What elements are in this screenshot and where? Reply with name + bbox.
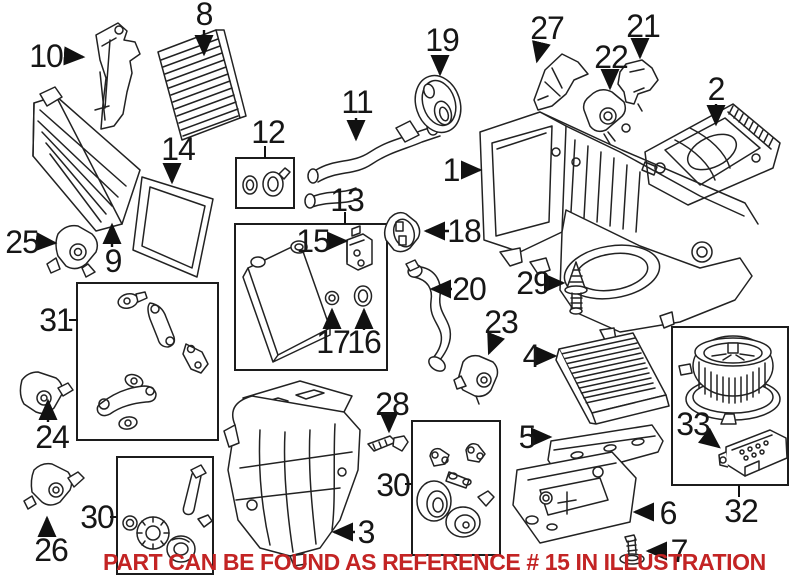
part-32-blower-motor	[678, 335, 781, 425]
group-box-30-right	[411, 420, 501, 556]
arrow-25	[35, 232, 58, 252]
group-box-31	[76, 282, 219, 441]
callout-23: 23	[484, 304, 519, 340]
part-7-screw	[619, 534, 645, 565]
callout-22: 22	[594, 39, 629, 75]
part-14-filter-frame	[132, 176, 214, 278]
callout-2: 2	[707, 71, 726, 107]
callout-26: 26	[34, 532, 69, 568]
callout-8: 8	[195, 0, 214, 32]
callout-27: 27	[530, 10, 565, 46]
callout-24: 24	[35, 419, 70, 455]
reference-notice: PART CAN BE FOUND AS REFERENCE # 15 IN I…	[103, 549, 766, 575]
part-24-actuator	[19, 371, 74, 415]
part-12-seal-kit	[242, 167, 291, 197]
arrow-23	[487, 331, 506, 356]
part-18-grommet	[383, 211, 421, 253]
part-22-actuator	[582, 89, 631, 145]
part-11-ac-pipes	[304, 114, 449, 209]
part-29-fastener	[564, 261, 588, 315]
part-9-condenser-panel	[32, 86, 141, 232]
callout-29: 29	[516, 265, 551, 301]
part-31-linkage-set	[96, 291, 209, 430]
part-10-bracket	[94, 22, 141, 130]
part-25-actuator	[46, 224, 99, 278]
part-33-blower-resistor	[718, 429, 788, 477]
callout-12: 12	[251, 114, 286, 150]
callout-5: 5	[518, 419, 537, 455]
callout-28: 28	[375, 386, 410, 422]
callout-arrows	[35, 30, 740, 561]
callout-33: 33	[676, 406, 711, 442]
part-26-actuator	[23, 462, 85, 510]
arrow-27	[532, 40, 551, 64]
callout-30-left: 30	[80, 499, 115, 535]
callout-20: 20	[452, 271, 487, 307]
callout-17: 17	[316, 324, 351, 360]
callout-6: 6	[659, 495, 678, 531]
group-box-30-left	[116, 456, 214, 575]
part-2-intake-duct	[644, 103, 781, 206]
part-28-fastener-pin	[367, 435, 409, 452]
callout-9: 9	[104, 243, 123, 279]
part-30-cam-kit-left	[122, 464, 213, 563]
callout-25: 25	[5, 224, 40, 260]
part-17-o-ring	[324, 290, 340, 306]
part-6-mount-plate	[512, 451, 637, 544]
callout-19: 19	[425, 22, 460, 58]
part-30-lever-kit-right	[416, 443, 495, 538]
callout-14: 14	[161, 131, 196, 167]
callout-4: 4	[522, 338, 541, 374]
arrow-33	[697, 427, 721, 449]
part-8-evaporator-core	[157, 29, 247, 141]
callout-15: 15	[296, 223, 331, 259]
callout-11: 11	[341, 84, 373, 120]
part-16-o-ring	[353, 285, 373, 307]
group-box-13	[234, 223, 388, 371]
callout-21: 21	[626, 8, 661, 44]
part-3-distribution-housing	[223, 380, 361, 567]
callout-7: 7	[670, 533, 689, 569]
part-23-actuator	[453, 354, 499, 405]
arrow-10	[63, 46, 86, 66]
callout-32: 32	[724, 493, 759, 529]
callout-31: 31	[39, 302, 74, 338]
part-27-bracket	[533, 53, 589, 111]
part-1-main-housing	[479, 111, 759, 343]
callout-10: 10	[29, 38, 64, 74]
part-4-cabin-filter	[555, 332, 670, 425]
part-19-grommet	[414, 74, 462, 134]
callout-13: 13	[330, 182, 365, 218]
callout-16: 16	[347, 324, 382, 360]
callout-3: 3	[357, 514, 376, 550]
group-box-32	[671, 326, 789, 486]
callout-30-right: 30	[376, 467, 411, 503]
callout-1: 1	[442, 152, 461, 188]
part-20-drain-hose	[405, 259, 452, 372]
callout-18: 18	[447, 213, 482, 249]
